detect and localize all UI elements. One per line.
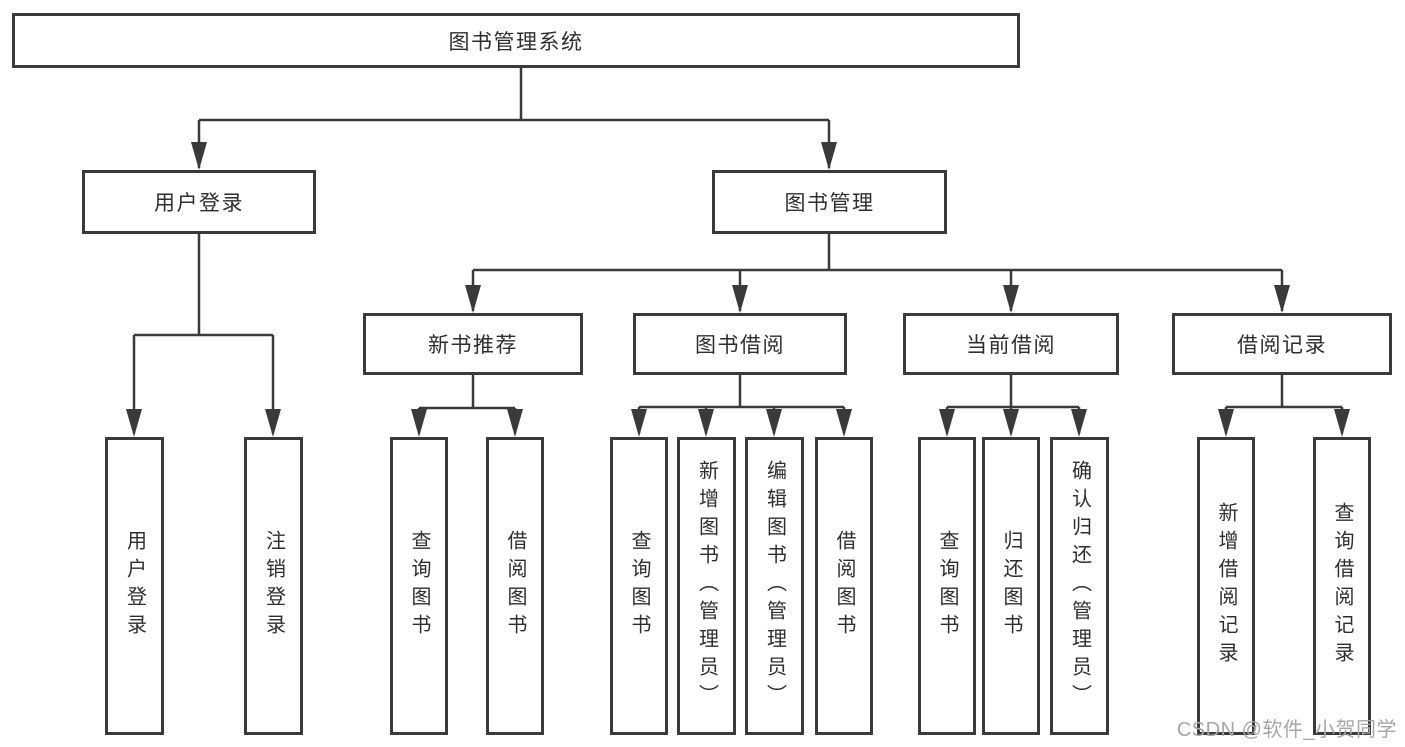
leaf-borrow-edit-admin: 编辑图书（管理员）	[745, 437, 804, 735]
leaf-borrow-add-admin-label: 新增图书（管理员）	[695, 460, 718, 712]
leaf-records-add-label: 新增借阅记录	[1215, 502, 1237, 670]
connector-root-to-level2	[191, 67, 837, 170]
node-current-borrow: 当前借阅	[903, 313, 1119, 375]
connector-book-borrow	[631, 373, 852, 437]
node-root: 图书管理系统	[12, 13, 1020, 68]
leaf-newbooks-query: 查询图书	[390, 437, 448, 735]
node-book-management: 图书管理	[712, 170, 947, 234]
node-new-books: 新书推荐	[363, 313, 583, 375]
leaf-borrow-query-label: 查询图书	[628, 530, 650, 642]
leaf-records-add: 新增借阅记录	[1197, 437, 1255, 735]
node-borrow-records-label: 借阅记录	[1237, 334, 1327, 357]
leaf-borrow-add-admin: 新增图书（管理员）	[677, 437, 736, 735]
leaf-borrow-book-label: 借阅图书	[833, 530, 855, 642]
node-new-books-label: 新书推荐	[428, 334, 518, 357]
node-book-management-label: 图书管理	[784, 192, 875, 215]
connector-borrow-records	[1218, 373, 1350, 437]
node-root-label: 图书管理系统	[448, 30, 584, 54]
leaf-current-confirm-admin: 确认归还（管理员）	[1050, 437, 1109, 735]
leaf-newbooks-borrow-label: 借阅图书	[504, 530, 526, 642]
leaf-current-query-label: 查询图书	[936, 530, 958, 642]
node-user-login-label: 用户登录	[154, 192, 244, 215]
leaf-borrow-book: 借阅图书	[815, 437, 873, 735]
connector-current-borrow	[939, 373, 1087, 437]
leaf-newbooks-borrow: 借阅图书	[486, 437, 544, 735]
leaf-logout-label: 注销登录	[262, 530, 285, 642]
node-borrow-records: 借阅记录	[1172, 313, 1392, 375]
leaf-borrow-edit-admin-label: 编辑图书（管理员）	[763, 460, 786, 712]
leaf-current-return: 归还图书	[982, 437, 1040, 735]
leaf-records-query: 查询借阅记录	[1313, 437, 1371, 735]
leaf-current-return-label: 归还图书	[1000, 530, 1022, 642]
csdn-watermark: CSDN @软件_小贺同学	[1176, 719, 1397, 741]
node-current-borrow-label: 当前借阅	[966, 334, 1056, 357]
leaf-borrow-query: 查询图书	[610, 437, 668, 735]
leaf-user-login: 用户登录	[105, 437, 164, 735]
node-user-login: 用户登录	[82, 170, 316, 234]
leaf-current-query: 查询图书	[918, 437, 976, 735]
leaf-newbooks-query-label: 查询图书	[408, 530, 430, 642]
connector-new-books	[411, 373, 523, 437]
node-book-borrow-label: 图书借阅	[695, 334, 785, 357]
connector-user-login	[126, 232, 281, 437]
node-book-borrow: 图书借阅	[633, 313, 847, 375]
leaf-user-login-label: 用户登录	[123, 530, 146, 642]
leaf-records-query-label: 查询借阅记录	[1331, 502, 1353, 670]
leaf-current-confirm-admin-label: 确认归还（管理员）	[1068, 460, 1091, 712]
leaf-logout: 注销登录	[244, 437, 303, 735]
connector-book-management	[465, 232, 1290, 313]
